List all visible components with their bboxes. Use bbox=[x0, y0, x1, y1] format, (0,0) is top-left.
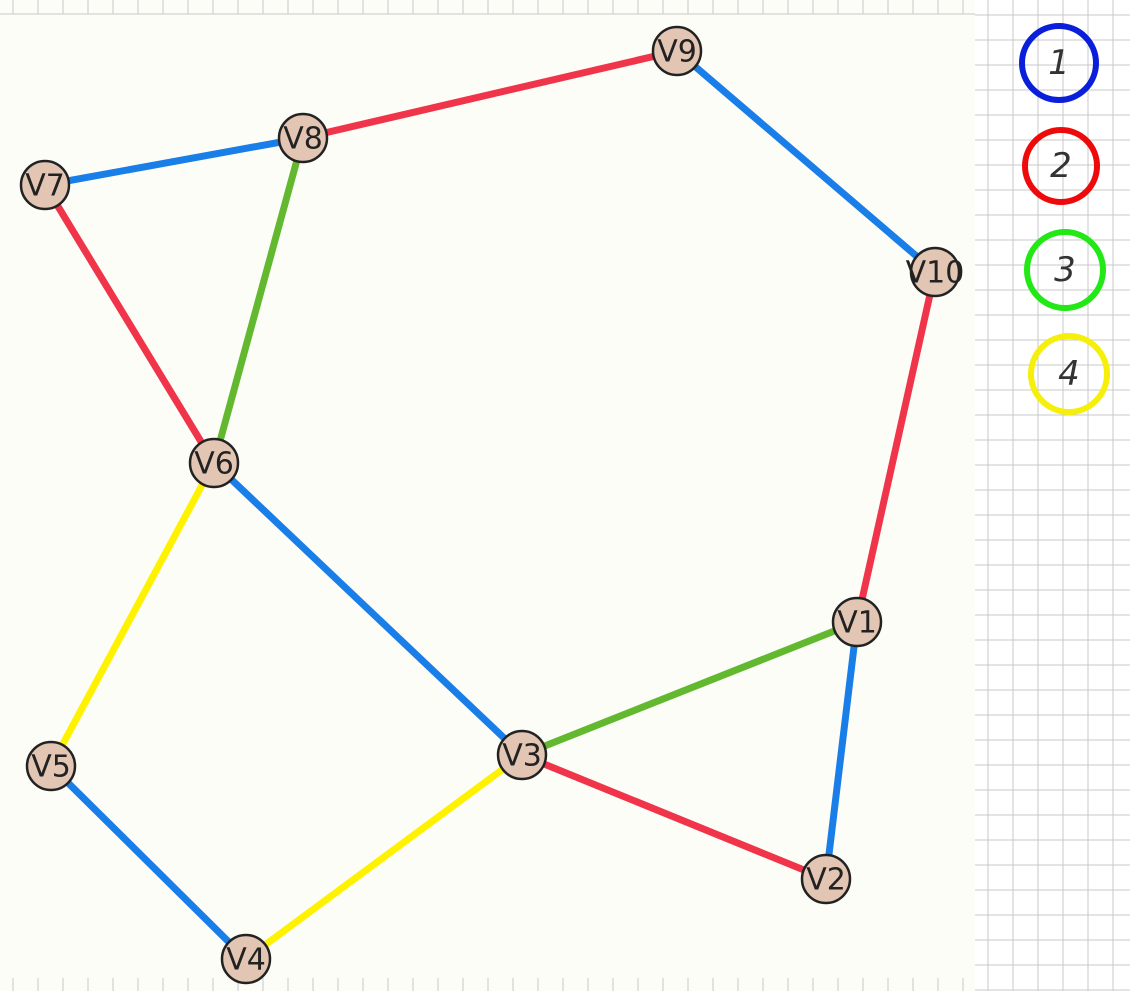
vertex-label: V3 bbox=[502, 739, 542, 774]
legend-item-1: 1 bbox=[1019, 23, 1099, 103]
vertex-v1: V1 bbox=[831, 596, 883, 648]
edge-v8-v9 bbox=[299, 47, 681, 142]
vertex-label: V7 bbox=[25, 169, 65, 204]
vertex-v3: V3 bbox=[496, 729, 548, 781]
legend-label: 4 bbox=[1058, 354, 1080, 394]
legend-label: 3 bbox=[1054, 250, 1076, 290]
edge-v1-v2 bbox=[822, 618, 861, 883]
vertex-node bbox=[496, 729, 548, 781]
vertex-v7: V7 bbox=[19, 159, 71, 211]
vertex-v5: V5 bbox=[25, 740, 77, 792]
legend-ring bbox=[1024, 229, 1106, 311]
edge-v3-v4 bbox=[242, 751, 526, 963]
vertex-label: V6 bbox=[194, 447, 234, 482]
vertex-label: V1 bbox=[837, 606, 877, 641]
edge-v5-v4 bbox=[47, 762, 250, 963]
edge-v6-v3 bbox=[210, 459, 526, 759]
vertex-v10: V10 bbox=[906, 246, 965, 298]
vertex-node bbox=[277, 112, 329, 164]
legend-ring bbox=[1022, 127, 1100, 205]
vertex-node bbox=[188, 437, 240, 489]
edge-v7-v8 bbox=[41, 134, 307, 189]
edge-v6-v5 bbox=[47, 459, 218, 770]
legend-item-4: 4 bbox=[1028, 333, 1110, 415]
legend-ring bbox=[1028, 333, 1110, 415]
edge-v10-v1 bbox=[853, 268, 939, 626]
vertex-label: V2 bbox=[806, 863, 846, 898]
vertex-v9: V9 bbox=[651, 25, 703, 77]
vertex-node bbox=[831, 596, 883, 648]
color-legend: 1 2 3 4 bbox=[1019, 23, 1110, 415]
vertex-node bbox=[19, 159, 71, 211]
vertex-label: V10 bbox=[906, 256, 965, 291]
vertex-node bbox=[220, 933, 272, 985]
legend-ring bbox=[1019, 23, 1099, 103]
edge-v7-v6 bbox=[41, 181, 218, 467]
edge-v3-v2 bbox=[518, 751, 830, 883]
vertex-v2: V2 bbox=[800, 853, 852, 905]
edge-v1-v3 bbox=[518, 618, 861, 759]
vertex-node bbox=[651, 25, 703, 77]
vertex-v4: V4 bbox=[220, 933, 272, 985]
vertex-node bbox=[25, 740, 77, 792]
edge-v8-v6 bbox=[210, 134, 307, 467]
vertex-label: V5 bbox=[31, 750, 71, 785]
vertex-v6: V6 bbox=[188, 437, 240, 489]
edge-v9-v10 bbox=[673, 47, 939, 276]
legend-label: 2 bbox=[1050, 146, 1072, 186]
vertex-node bbox=[909, 246, 961, 298]
vertex-label: V8 bbox=[283, 122, 323, 157]
vertex-label: V9 bbox=[657, 35, 697, 70]
vertex-node bbox=[800, 853, 852, 905]
legend-label: 1 bbox=[1048, 43, 1070, 83]
vertex-v8: V8 bbox=[277, 112, 329, 164]
legend-item-3: 3 bbox=[1024, 229, 1106, 311]
edge-group bbox=[41, 47, 939, 963]
vertex-label: V4 bbox=[226, 943, 266, 978]
legend-item-2: 2 bbox=[1022, 127, 1100, 205]
